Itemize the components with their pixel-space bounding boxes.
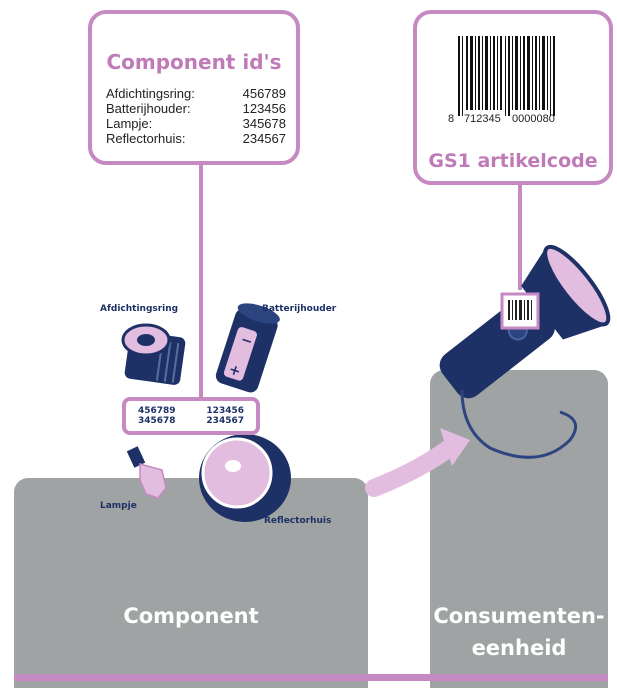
mini-value: 345678 — [138, 416, 176, 426]
id-row: Batterijhouder: 123456 — [106, 101, 286, 116]
seal-ring-label: Afdichtingsring — [100, 304, 179, 314]
barcode-digit-group-2: 712345 — [464, 113, 501, 125]
barcode-digit-1: 8 — [448, 113, 455, 125]
id-row-value: 345678 — [242, 116, 286, 131]
id-row-value: 456789 — [242, 86, 286, 101]
battery-holder-icon: − + — [215, 303, 280, 393]
id-row: Lampje: 345678 — [106, 116, 286, 131]
id-row-label: Reflectorhuis: — [106, 131, 186, 146]
seal-ring-icon — [121, 323, 186, 385]
mini-value: 234567 — [206, 416, 244, 426]
reflector-icon — [199, 434, 291, 522]
svg-text:+: + — [227, 362, 243, 381]
bulb-label: Lampje — [100, 501, 137, 511]
id-row-label: Batterijhouder: — [106, 101, 191, 116]
component-pedestal-label: Component — [123, 604, 259, 628]
mini-value: 456789 — [138, 406, 176, 416]
flashlight-icon — [439, 244, 611, 459]
svg-text:−: − — [238, 332, 254, 351]
component-ids-title: Component id's — [106, 50, 282, 74]
transition-arrow-icon — [365, 428, 470, 497]
id-row-label: Afdichtingsring: — [106, 86, 195, 101]
component-ids-card: Component id's Afdichtingsring: 456789 Ba… — [88, 10, 300, 165]
barcode-bars — [458, 36, 555, 116]
sticker-barcode-bars — [508, 300, 532, 320]
id-row-label: Lampje: — [106, 116, 153, 131]
reflector-label: Reflectorhuis — [264, 516, 332, 526]
barcode-digit-group-3: 0000080 — [512, 113, 555, 125]
mini-ids-card: 456789 123456 345678 234567 — [122, 397, 260, 435]
id-row: Afdichtingsring: 456789 — [106, 86, 286, 101]
bulb-icon — [126, 446, 167, 499]
id-row: Reflectorhuis: 234567 — [106, 131, 286, 146]
mini-row: 345678 234567 — [138, 416, 244, 426]
id-row-value: 234567 — [242, 131, 286, 146]
id-row-value: 123456 — [242, 101, 286, 116]
consumer-unit-label-line2: eenheid — [471, 636, 567, 660]
consumer-unit-label-line1: Consumenten- — [433, 604, 605, 628]
component-pedestal: Component — [14, 478, 368, 688]
battery-holder-label: Batterijhouder — [262, 304, 337, 314]
mini-value: 123456 — [206, 406, 244, 416]
component-ids-table: Afdichtingsring: 456789 Batterijhouder: 12… — [106, 86, 286, 146]
consumer-unit-pedestal: Consumenten- eenheid — [430, 370, 608, 688]
mini-row: 456789 123456 — [138, 406, 244, 416]
pedestal-base-stripe — [14, 674, 608, 681]
